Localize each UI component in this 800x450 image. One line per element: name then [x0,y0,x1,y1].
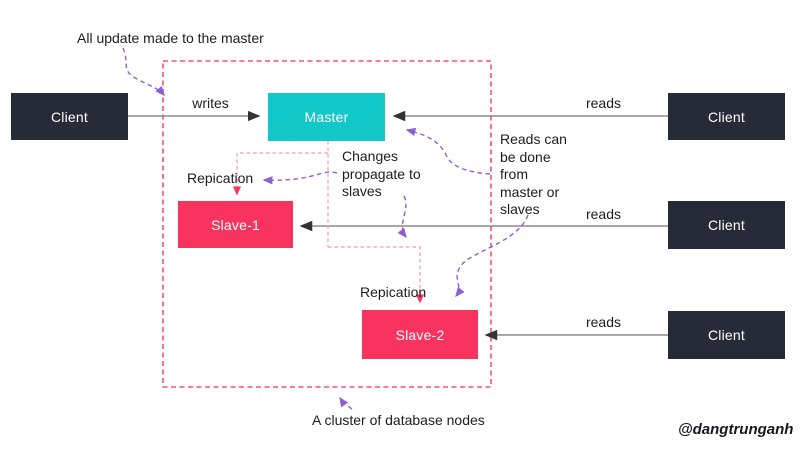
annotation-arrow-reads-to-master [405,127,491,175]
annotation-arrow-reads-to-slave2 [455,214,529,298]
reads-note: Reads can be done from master or slaves [500,131,567,219]
annotation-arrow-top [122,47,165,97]
note-line: propagate to [342,165,421,182]
slave2-label: Slave-2 [395,326,445,343]
note-line: slaves [342,183,382,199]
note-line: Changes [342,148,399,164]
client-label: Client [708,108,745,125]
slave1-label: Slave-1 [211,216,260,233]
note-line: from [500,166,528,182]
watermark: @dangtrunganh [678,421,794,438]
replication-label-2: Repication [360,284,427,300]
reads-label-mid: reads [585,206,622,222]
slave1-node: Slave-1 [178,201,293,248]
changes-propagate-note: Changes propagate to slaves [342,148,421,201]
annotation-arrow-changes-down [397,195,407,239]
master-node: Master [268,93,385,141]
writes-label: writes [192,95,229,111]
replication-line-slave2 [328,246,425,304]
reads-label-bottom: reads [585,314,622,330]
note-line: slaves [500,201,540,217]
note-line: Reads can [500,131,567,147]
replication-line-slave1 [232,152,328,196]
annotation-arrow-changes-to-repication [262,171,338,185]
note-line: be done [500,148,551,165]
client-node-top-right: Client [668,93,785,140]
client-label: Client [51,108,88,125]
top-annotation: All update made to the master [77,30,264,46]
slave2-node: Slave-2 [362,310,478,359]
annotation-arrow-cluster-caption [339,396,353,410]
note-line: master or [500,183,560,200]
client-node-left: Client [11,93,128,140]
client-node-mid-right: Client [668,201,785,249]
client-node-bottom-right: Client [668,311,785,359]
replication-label-1: Repication [187,170,254,186]
cluster-caption: A cluster of database nodes [312,412,485,428]
client-label: Client [708,327,745,343]
client-label: Client [708,217,745,233]
master-label: Master [304,109,349,125]
cluster-boundary [162,60,492,388]
reads-label-top: reads [585,95,622,111]
